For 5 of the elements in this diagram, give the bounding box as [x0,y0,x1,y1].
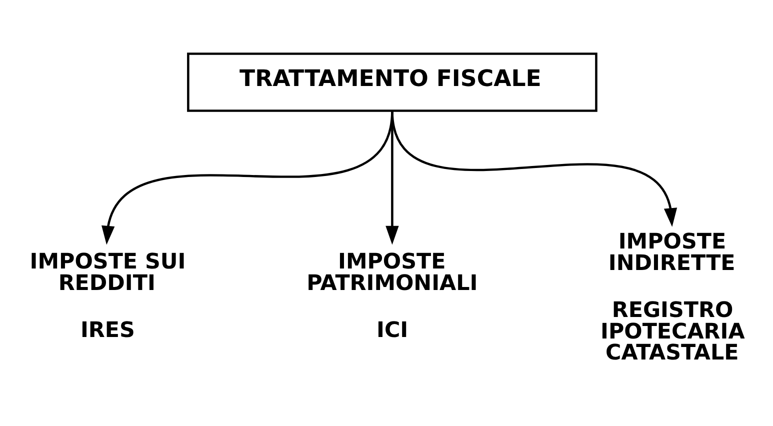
node-text: IMPOSTE PATRIMONIALI ICI [306,248,478,342]
node-box: TRATTAMENTO FISCALE [187,52,598,112]
node-text: IMPOSTE SUI REDDITI IRES [30,248,186,342]
node-text: IMPOSTE INDIRETTE REGISTRO IPOTECARIA CATASTALE [600,228,745,366]
arrow [391,110,678,226]
